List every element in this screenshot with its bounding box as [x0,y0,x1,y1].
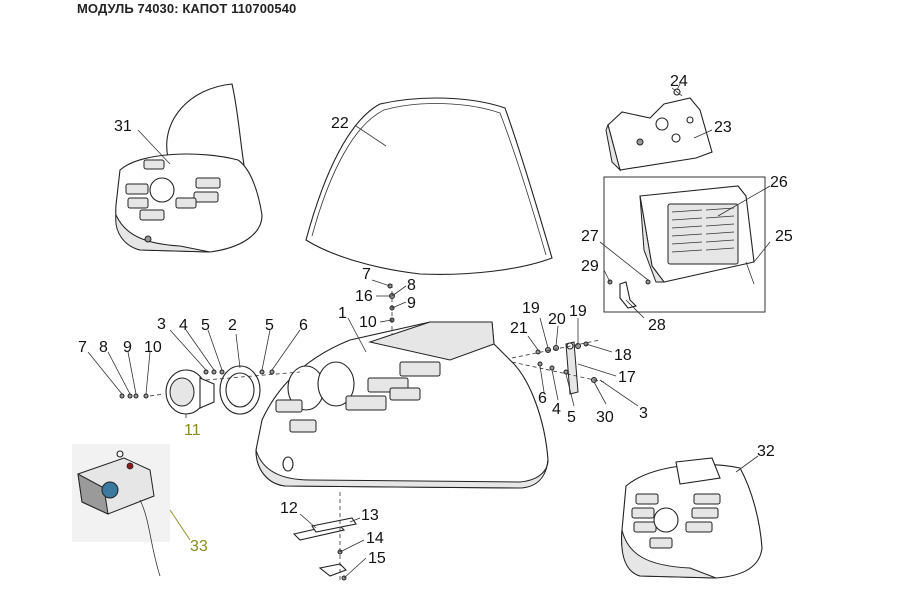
label-3-right: 3 [639,405,648,422]
label-30: 30 [596,409,614,426]
label-29: 29 [581,258,599,275]
headlight [165,369,215,415]
label-10-left: 10 [144,339,162,356]
label-12: 12 [280,500,298,517]
label-26: 26 [770,174,788,191]
label-4-left: 4 [179,317,188,334]
label-9-top: 9 [407,295,416,312]
label-5-mid: 5 [265,317,274,334]
label-31: 31 [114,118,132,135]
label-6-right: 6 [538,390,547,407]
label-23: 23 [714,119,732,136]
label-19-left: 19 [522,300,540,317]
latch-28 [607,279,651,309]
label-20: 20 [548,311,566,328]
label-8-left: 8 [99,339,108,356]
label-8-top: 8 [407,277,416,294]
label-21: 21 [510,320,528,337]
label-19-right: 19 [569,303,587,320]
label-11: 11 [184,422,201,439]
label-32: 32 [757,443,775,460]
label-2: 2 [228,317,237,334]
leader-lines [87,83,771,579]
label-25: 25 [775,228,793,245]
fastener-series-top [387,283,395,323]
label-10-top: 10 [359,314,377,331]
label-14: 14 [366,530,384,547]
label-5-right: 5 [567,409,576,426]
bracket-17 [565,341,579,395]
hood-assembly [621,457,763,579]
label-27: 27 [581,228,599,245]
label-24: 24 [670,73,688,90]
clip-14-15 [318,549,347,581]
screw-24 [671,87,683,97]
label-22: 22 [331,115,349,132]
label-13: 13 [361,507,379,524]
label-5-left: 5 [201,317,210,334]
page-title: МОДУЛЬ 74030: КАПОТ 110700540 [77,1,297,16]
label-15: 15 [368,550,386,567]
grille-panel [639,185,755,285]
callout-labels: 31 22 24 23 26 25 27 29 28 7 8 16 9 10 1… [78,73,793,567]
label-1: 1 [338,305,347,322]
label-4-right: 4 [552,401,561,418]
windshield [305,97,553,275]
label-16: 16 [355,288,373,305]
label-3-left: 3 [157,316,166,333]
label-9-left: 9 [123,339,132,356]
plate-12-13 [292,517,357,541]
label-18: 18 [614,347,632,364]
grille-group-frame [603,176,766,313]
side-panel [605,97,713,172]
switch-box [72,444,170,577]
hood-assembly-with-windshield [115,83,263,253]
main-hood [255,321,549,489]
label-7-left: 7 [78,339,87,356]
label-6-left: 6 [299,317,308,334]
label-7-top: 7 [362,266,371,283]
headlight-bezel [219,365,261,415]
label-28: 28 [648,317,666,334]
label-33: 33 [190,538,208,555]
label-17: 17 [618,369,636,386]
